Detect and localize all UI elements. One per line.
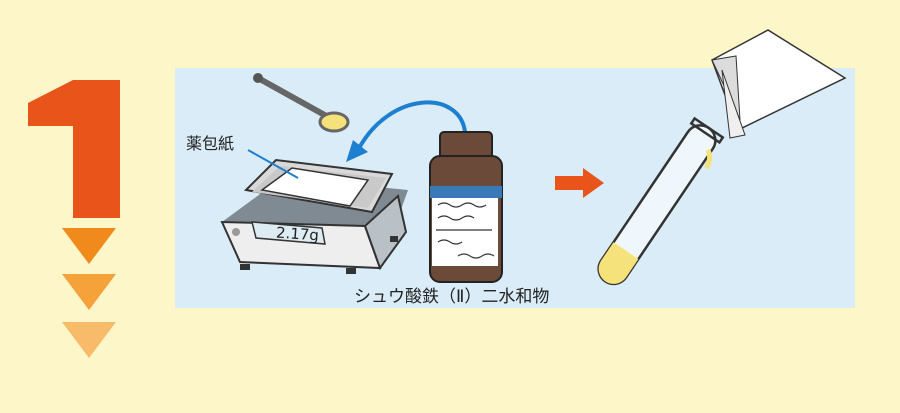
process-arrow-icon xyxy=(555,168,604,198)
test-tube-setup xyxy=(597,29,847,286)
reagent-label: シュウ酸鉄（Ⅱ）二水和物 xyxy=(354,287,550,307)
transfer-arrow-icon xyxy=(346,100,467,162)
step-number xyxy=(28,78,138,218)
reagent-bottle xyxy=(429,131,503,283)
electronic-balance xyxy=(220,158,408,274)
paper-label: 薬包紙 xyxy=(186,134,235,153)
step-down-arrow-icon xyxy=(62,228,116,264)
spatula xyxy=(253,73,350,133)
balance-display: 2.17g xyxy=(275,223,320,245)
step-down-arrow-icon xyxy=(62,274,116,310)
step-down-arrow-icon xyxy=(62,322,116,358)
